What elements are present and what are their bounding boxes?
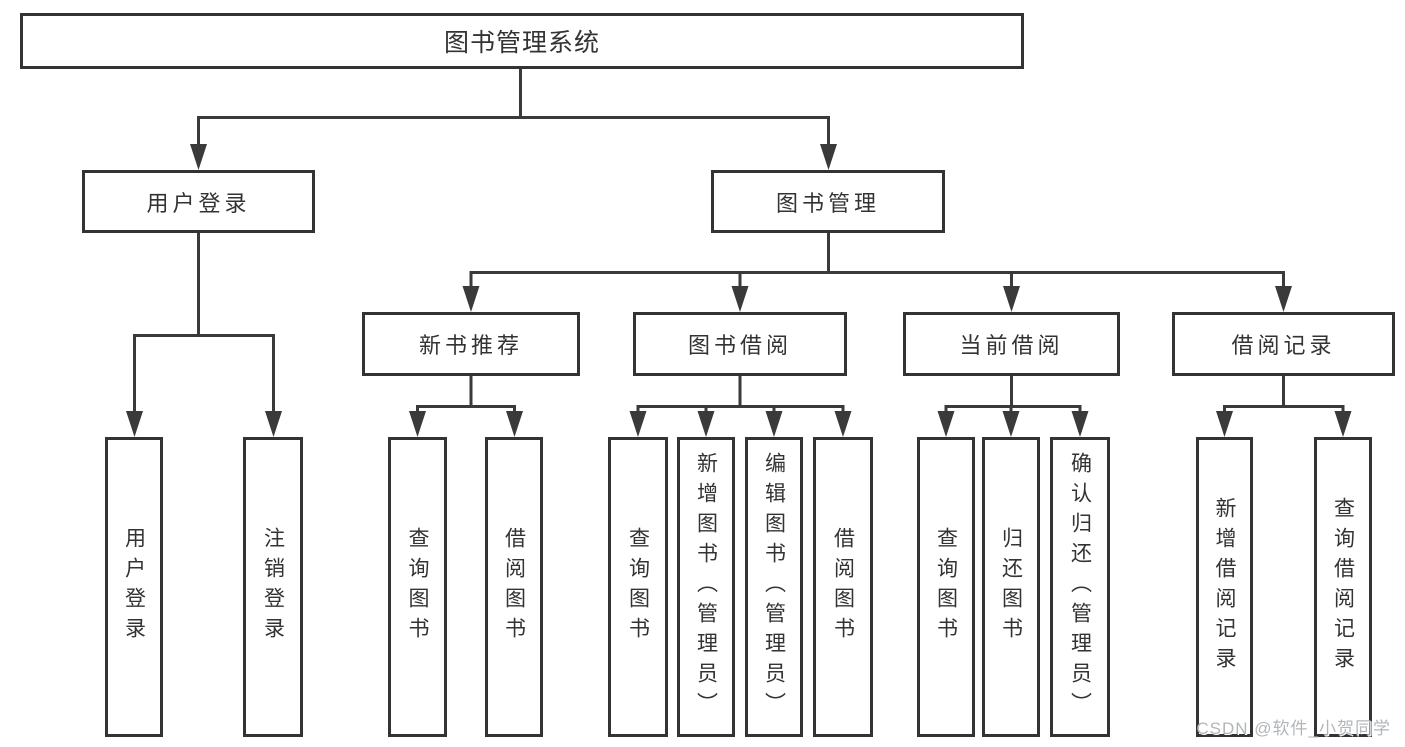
arrow-down-icon [190, 144, 207, 170]
node-borrowing-records-label: 借阅记录 [1231, 333, 1336, 358]
node-current-borrowing: 当前借阅 [903, 312, 1120, 376]
leaf-query-books-borrow-label: 查询图书 [626, 527, 650, 647]
node-borrowing-records: 借阅记录 [1172, 312, 1395, 376]
leaf-user-login: 用户登录 [105, 437, 163, 737]
arrow-down-icon [126, 411, 143, 437]
arrow-down-icon [506, 411, 523, 437]
arrow-down-icon [1275, 286, 1292, 312]
node-new-book-recommend-label: 新书推荐 [418, 333, 523, 358]
leaf-query-books-recommend: 查询图书 [388, 437, 447, 737]
leaf-borrow-books-label: 借阅图书 [831, 527, 855, 647]
leaf-query-books-recommend-label: 查询图书 [406, 527, 429, 647]
connector-line [133, 233, 275, 420]
leaf-borrow-books: 借阅图书 [813, 437, 873, 737]
leaf-edit-book-admin: 编辑图书（管理员） [745, 437, 803, 737]
connector-line [636, 376, 845, 420]
arrow-down-icon [697, 411, 715, 437]
leaf-add-borrow-record: 新增借阅记录 [1196, 437, 1253, 737]
leaf-return-book-label: 归还图书 [999, 527, 1023, 647]
node-user-login-label: 用户登录 [146, 190, 251, 216]
leaf-query-books-current: 查询图书 [917, 437, 975, 737]
arrow-down-icon [409, 411, 426, 437]
leaf-add-borrow-record-label: 新增借阅记录 [1213, 497, 1236, 677]
node-book-borrowing: 图书借阅 [633, 312, 847, 376]
leaf-return-book: 归还图书 [982, 437, 1040, 737]
connector-line [197, 69, 830, 150]
leaf-query-books-current-label: 查询图书 [934, 527, 958, 647]
leaf-add-book-admin: 新增图书（管理员） [677, 437, 735, 737]
leaf-query-borrow-record-label: 查询借阅记录 [1331, 497, 1355, 677]
leaf-borrow-books-recommend-label: 借阅图书 [502, 527, 526, 647]
arrow-down-icon [629, 411, 647, 437]
node-root-label: 图书管理系统 [443, 29, 600, 57]
node-book-management-label: 图书管理 [775, 190, 880, 216]
leaf-add-book-admin-label: 新增图书（管理员） [694, 452, 718, 722]
node-current-borrowing-label: 当前借阅 [959, 333, 1064, 358]
arrow-down-icon [765, 411, 783, 437]
leaf-borrow-books-recommend: 借阅图书 [485, 437, 543, 737]
connector-line [416, 376, 516, 420]
connector-line [1223, 376, 1345, 420]
connector-line [469, 233, 1285, 292]
node-new-book-recommend: 新书推荐 [362, 312, 580, 376]
leaf-logout: 注销登录 [243, 437, 303, 737]
node-root: 图书管理系统 [20, 13, 1024, 69]
arrow-down-icon [1334, 411, 1352, 437]
arrow-down-icon [1216, 411, 1233, 437]
arrow-down-icon [1071, 411, 1089, 437]
node-book-borrowing-label: 图书借阅 [687, 333, 792, 358]
node-book-management: 图书管理 [711, 170, 945, 233]
leaf-logout-label: 注销登录 [261, 527, 285, 647]
csdn-watermark: CSDN @软件_小贺同学 [1196, 719, 1391, 738]
arrow-down-icon [937, 411, 955, 437]
arrow-down-icon [731, 286, 749, 312]
node-user-login: 用户登录 [82, 170, 315, 233]
arrow-down-icon [1002, 411, 1020, 437]
leaf-confirm-return-admin: 确认归还（管理员） [1050, 437, 1110, 737]
leaf-user-login-label: 用户登录 [122, 527, 146, 647]
arrow-down-icon [834, 411, 852, 437]
arrow-down-icon [1003, 286, 1020, 312]
leaf-edit-book-admin-label: 编辑图书（管理员） [762, 452, 786, 722]
leaf-confirm-return-admin-label: 确认归还（管理员） [1068, 452, 1092, 722]
leaf-query-books-borrow: 查询图书 [608, 437, 668, 737]
leaf-query-borrow-record: 查询借阅记录 [1314, 437, 1372, 737]
arrow-down-icon [265, 411, 282, 437]
arrow-down-icon [820, 144, 837, 170]
arrow-down-icon [462, 286, 480, 312]
